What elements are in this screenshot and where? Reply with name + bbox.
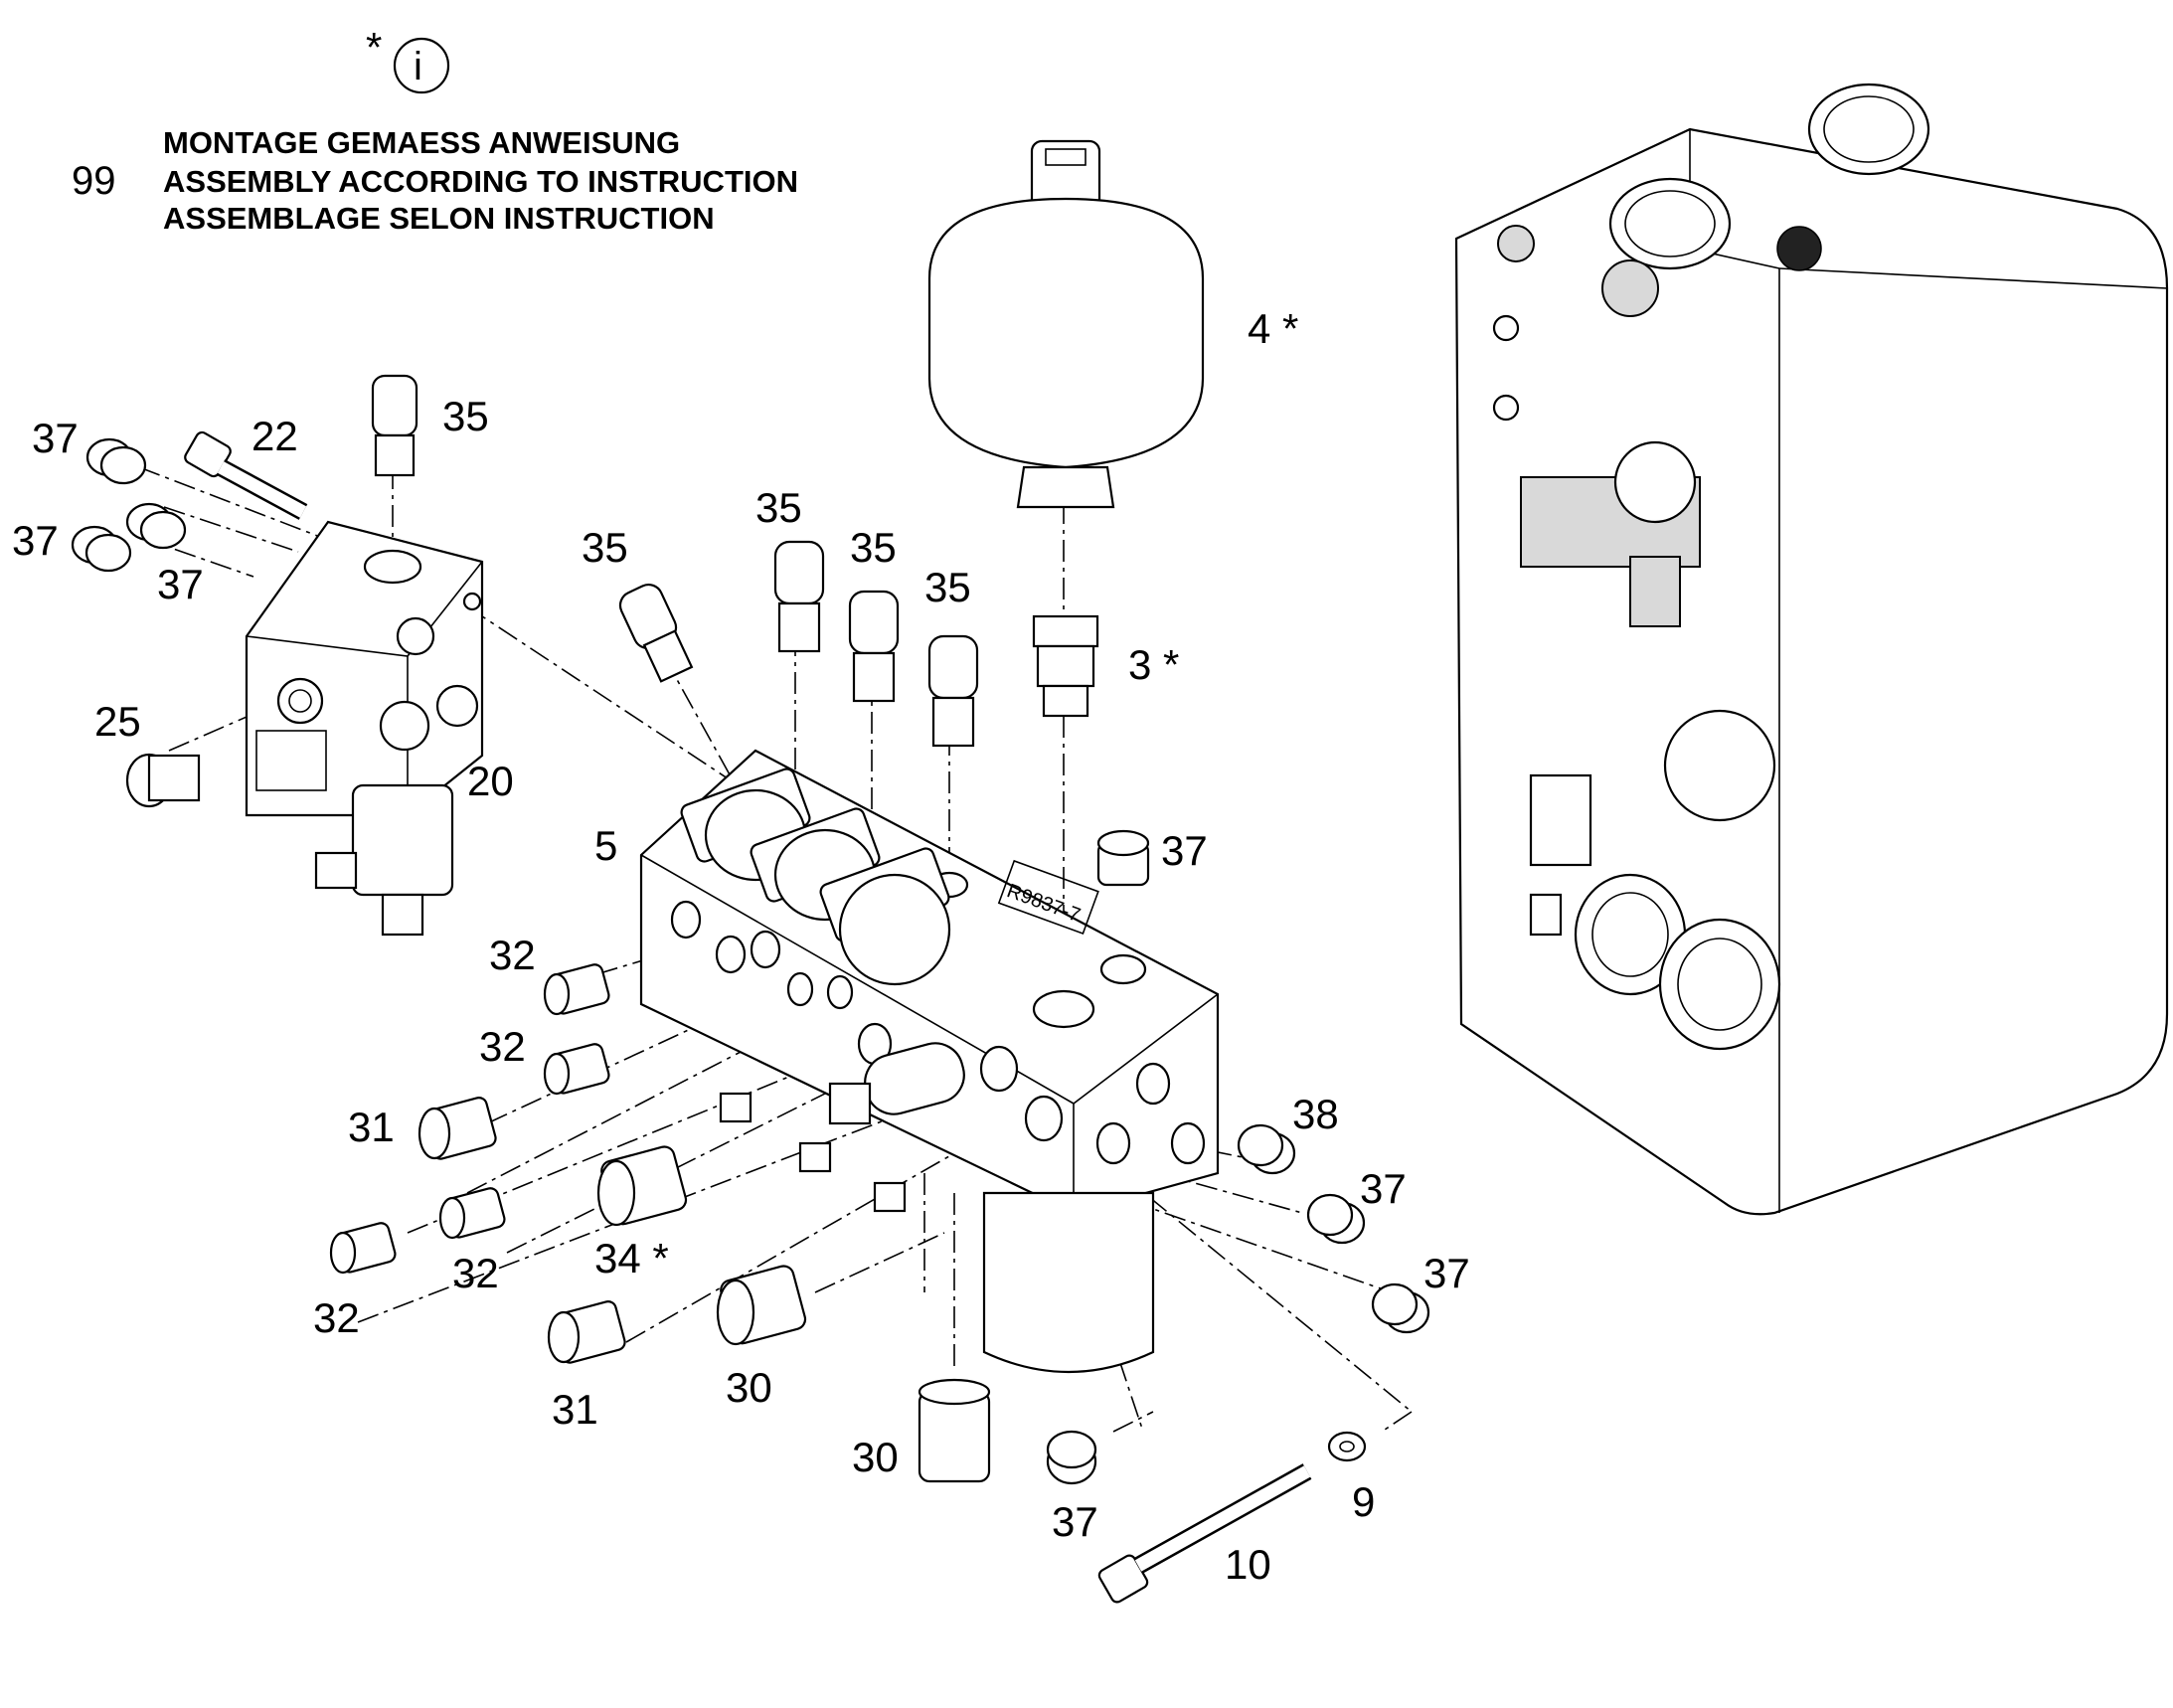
- part-labels: 4 * 3 * 35 35 35 35 35 22 37 37 37 37 37…: [12, 305, 1470, 1588]
- label-31-b: 31: [552, 1386, 598, 1433]
- label-37-left-b: 37: [12, 517, 59, 564]
- screw-part-22: [184, 430, 308, 520]
- label-35-b: 35: [755, 484, 802, 531]
- plug-part-38: [1237, 1123, 1296, 1175]
- label-37-bottom: 37: [1052, 1498, 1098, 1545]
- label-32-d: 32: [313, 1294, 360, 1341]
- info-note: * i MONTAGE GEMAESS ANWEISUNG 99 ASSEMBL…: [72, 24, 798, 236]
- cap-part-35-b: [773, 540, 825, 653]
- washer-part-9: [1327, 1431, 1367, 1462]
- label-37-right-b: 37: [1423, 1250, 1470, 1296]
- label-37-left-a: 37: [32, 415, 79, 461]
- pressure-switch: [719, 1042, 965, 1213]
- label-37-right-a: 37: [1360, 1165, 1407, 1212]
- fitting-part-34: [596, 1145, 688, 1227]
- fitting-part-31-b: [547, 1300, 626, 1364]
- label-35-a: 35: [582, 524, 628, 571]
- label-4: 4 *: [1248, 305, 1298, 352]
- label-35-d: 35: [924, 564, 971, 610]
- label-32-c: 32: [452, 1250, 499, 1296]
- label-37-left-c: 37: [157, 561, 204, 607]
- label-35-top: 35: [442, 393, 489, 439]
- plug-part-37-right-b: [1371, 1282, 1430, 1334]
- cap-part-35-top: [371, 374, 418, 477]
- adapter-part-3: [1032, 614, 1099, 718]
- fitting-part-31-a: [418, 1097, 497, 1160]
- cap-part-35-a: [618, 584, 694, 683]
- cap-part-35-c: [848, 590, 900, 703]
- label-38: 38: [1292, 1091, 1339, 1137]
- label-25: 25: [94, 698, 141, 745]
- valve-block-part-20: [245, 520, 484, 937]
- info-icon: i: [393, 37, 450, 94]
- label-30-a: 30: [726, 1364, 772, 1411]
- plug-part-37-bottom: [1046, 1430, 1097, 1485]
- bolt-part-10: [1097, 1463, 1312, 1604]
- label-9: 9: [1352, 1478, 1375, 1525]
- note-line-en: ASSEMBLY ACCORDING TO INSTRUCTION: [163, 164, 798, 199]
- plug-part-37-left-c: [125, 502, 187, 550]
- plug-part-37-top: [1096, 829, 1150, 887]
- label-22: 22: [251, 413, 298, 459]
- label-3: 3 *: [1128, 641, 1179, 688]
- machine-overview: [1454, 83, 2169, 1216]
- note-line-fr: ASSEMBLAGE SELON INSTRUCTION: [163, 201, 715, 236]
- fitting-part-30-a: [716, 1265, 807, 1346]
- info-icon-letter: i: [414, 45, 422, 88]
- label-20: 20: [467, 758, 514, 804]
- label-34: 34 *: [594, 1235, 669, 1281]
- accumulator-part-4: [927, 139, 1205, 509]
- label-35-c: 35: [850, 524, 897, 571]
- label-37-top: 37: [1161, 827, 1208, 874]
- filter-housing: [982, 1191, 1155, 1374]
- fitting-part-32-a: [543, 963, 610, 1016]
- label-31-a: 31: [348, 1104, 395, 1150]
- plug-part-37-left-b: [71, 525, 132, 573]
- fitting-part-32-d: [329, 1222, 397, 1275]
- note-ref-number: 99: [72, 159, 116, 203]
- cap-part-35-d: [927, 634, 979, 748]
- label-10: 10: [1225, 1541, 1271, 1588]
- plug-part-37-right-a: [1306, 1193, 1366, 1245]
- solenoid-coils: [680, 768, 951, 986]
- label-30-b: 30: [852, 1434, 899, 1480]
- plug-part-37-left-a: [85, 437, 147, 485]
- fitting-part-32-b: [543, 1043, 610, 1096]
- note-line-de: MONTAGE GEMAESS ANWEISUNG: [163, 125, 680, 160]
- fitting-part-25: [125, 753, 201, 808]
- label-32-b: 32: [479, 1023, 526, 1070]
- label-32-a: 32: [489, 932, 536, 978]
- label-5: 5: [594, 822, 617, 869]
- fitting-part-32-c: [438, 1187, 506, 1240]
- fitting-part-30-b: [918, 1378, 991, 1483]
- info-asterisk: *: [366, 24, 382, 71]
